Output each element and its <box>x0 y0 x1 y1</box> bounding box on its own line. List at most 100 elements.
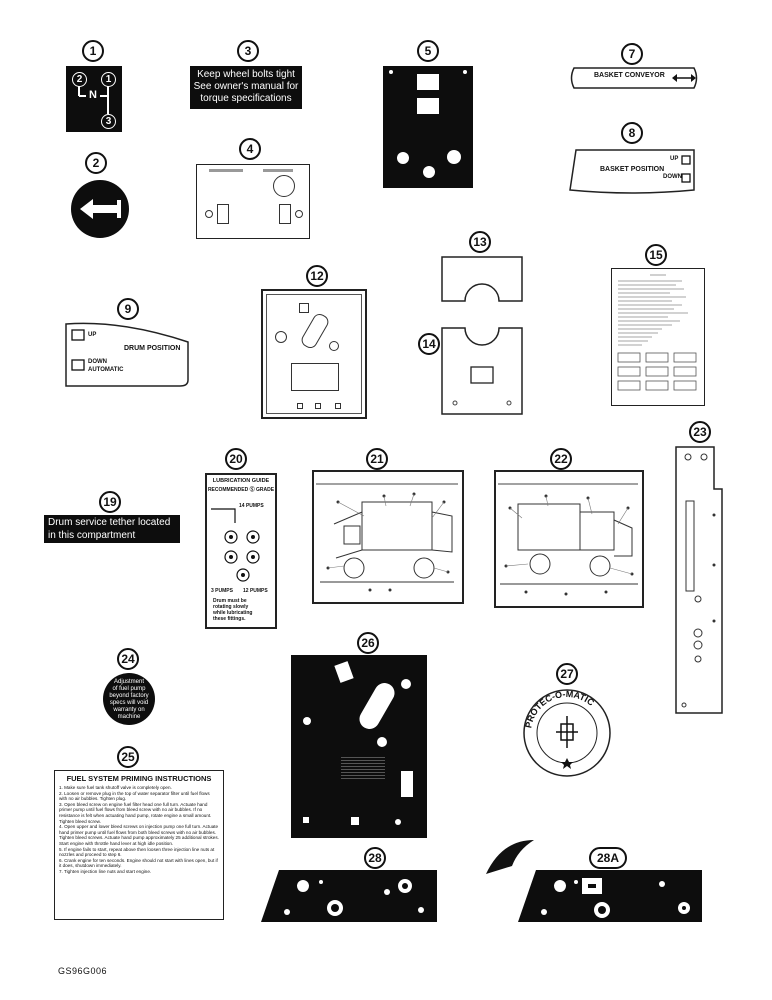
fuel-priming-step: 7. Tighten injection line nuts and start… <box>59 868 152 874</box>
control-plate-4 <box>196 164 310 239</box>
bottom-plate-28 <box>261 868 437 924</box>
decal-8-outline <box>569 149 695 194</box>
plate-14-shape <box>441 327 523 415</box>
callout-3: 3 <box>237 40 259 62</box>
left-arrow-icon <box>80 199 121 219</box>
lube-fittings-diagram <box>211 508 260 582</box>
lube-note: Drum must be rotating slowly while lubri… <box>213 598 252 622</box>
drum-tether-line2: in this compartment <box>48 530 136 541</box>
panel-5-hole <box>397 152 409 164</box>
lube-title-1: LUBRICATION GUIDE <box>212 478 270 484</box>
plate-4-screw <box>205 210 213 218</box>
panel-26-mark <box>303 817 309 823</box>
cover-plate-13 <box>441 256 523 302</box>
plate-4-screw <box>295 210 303 218</box>
panel-12-indicator <box>299 303 309 313</box>
callout-12: 12 <box>306 265 328 287</box>
fuel-priming-step: 2. Loosen or remove plug in the top of w… <box>59 790 210 802</box>
panel-26-text-block <box>341 755 385 781</box>
callout-27: 27 <box>556 663 578 685</box>
basket-up-label: UP <box>670 156 679 162</box>
panel-26-slot <box>355 679 399 733</box>
callout-26: 26 <box>357 632 379 654</box>
plate-4-dial <box>273 175 295 197</box>
basket-conveyor-decal: BASKET CONVEYOR <box>568 66 700 90</box>
control-panel-26 <box>291 655 427 838</box>
wheel-bolt-decal: Keep wheel bolts tight See owner's manua… <box>190 66 302 109</box>
panel-5-cutout <box>417 98 439 114</box>
plate-4-text-mark <box>209 169 243 172</box>
drum-down-label: DOWN <box>88 359 107 365</box>
shift-pattern-decal: 2 1 N 3 <box>66 66 122 132</box>
diagram-21-drawing <box>316 483 458 592</box>
callout-23: 23 <box>689 421 711 443</box>
figure-id: GS96G006 <box>58 966 108 976</box>
panel-26-hole <box>377 737 387 747</box>
bottom-plate-28a <box>518 868 702 924</box>
panel-5-screw <box>389 70 393 74</box>
lube-note-2: rotating slowly <box>213 604 249 610</box>
machine-diagram-decal-21 <box>312 470 464 604</box>
plate-4-switch <box>279 204 291 224</box>
panel-23-shape <box>675 446 723 714</box>
fuel-priming-step: 3. Open bleed screw on engine fuel filte… <box>59 801 212 818</box>
panel-26-mark <box>395 819 401 825</box>
panel-12-mark <box>297 403 303 409</box>
callout-8: 8 <box>621 122 643 144</box>
callout-4: 4 <box>239 138 261 160</box>
control-panel-12 <box>261 289 367 419</box>
callout-14: 14 <box>418 333 440 355</box>
callout-22: 22 <box>550 448 572 470</box>
fuel-pump-line2: of fuel pump <box>112 686 146 692</box>
fuel-priming-step: Tighten bleed screw. <box>59 818 101 824</box>
drum-tether-line1: Drum service tether located <box>48 517 171 528</box>
drum-position-label: DRUM POSITION <box>124 345 181 352</box>
gear-1-label: 1 <box>101 72 116 87</box>
fuel-priming-step: Start engine with throttle hand lever at… <box>59 840 174 846</box>
lube-note-1: Drum must be <box>213 598 247 604</box>
fuel-priming-step: 1. Make sure fuel tank shutoff valve is … <box>59 785 172 790</box>
curved-arrow-shape <box>486 840 534 874</box>
drum-up-label: UP <box>88 332 97 338</box>
plate-4-text-mark <box>263 169 293 172</box>
gear-2-label: 2 <box>72 72 87 87</box>
basket-conveyor-label: BASKET CONVEYOR <box>594 72 665 79</box>
callout-5: 5 <box>417 40 439 62</box>
protec-o-matic-seal: PROTEC-O-MATIC <box>522 688 612 778</box>
plate-13-shape <box>441 256 523 302</box>
panel-12-display <box>291 363 339 391</box>
callout-9: 9 <box>117 298 139 320</box>
callout-1: 1 <box>82 40 104 62</box>
panel-12-knob <box>329 341 339 351</box>
plate-28a-shape <box>518 870 702 922</box>
neutral-label: N <box>86 89 100 101</box>
basket-position-decal: BASKET POSITION UP DOWN <box>566 148 698 194</box>
panel-12-knob <box>275 331 287 343</box>
drum-automatic-label: AUTOMATIC <box>88 367 124 373</box>
fuel-priming-instructions-decal: FUEL SYSTEM PRIMING INSTRUCTIONS 1. Make… <box>54 770 224 920</box>
callout-15: 15 <box>645 244 667 266</box>
panel-5-screw <box>463 70 467 74</box>
fuel-priming-step: 6. Crank engine for ten seconds. Engine … <box>59 857 218 869</box>
panel-26-hole <box>303 717 311 725</box>
panel-26-mark <box>351 817 359 825</box>
wheel-bolt-line3: torque specifications <box>200 93 292 104</box>
callout-7: 7 <box>621 43 643 65</box>
panel-5-cutout <box>417 74 439 90</box>
lube-note-4: these fittings. <box>213 616 246 622</box>
lube-pumps-b: 3 PUMPS <box>211 588 233 594</box>
callout-2: 2 <box>85 152 107 174</box>
callout-24: 24 <box>117 648 139 670</box>
panel-26-hole <box>401 679 411 689</box>
instruction-chart-15 <box>611 268 705 406</box>
callout-28a: 28A <box>589 847 627 869</box>
plate-4-switch <box>217 204 229 224</box>
basket-position-label: BASKET POSITION <box>600 166 665 173</box>
fuel-priming-step: 4. Open upper and lower bleed screws on … <box>59 824 219 841</box>
direction-arrow-decal <box>71 180 129 238</box>
curved-arrow-icon <box>482 836 538 876</box>
callout-28: 28 <box>364 847 386 869</box>
fuel-priming-step: 5. If engine fails to start, repeat abov… <box>59 846 215 858</box>
lube-pumps-c: 12 PUMPS <box>243 588 268 594</box>
wheel-bolt-line1: Keep wheel bolts tight <box>197 69 295 80</box>
